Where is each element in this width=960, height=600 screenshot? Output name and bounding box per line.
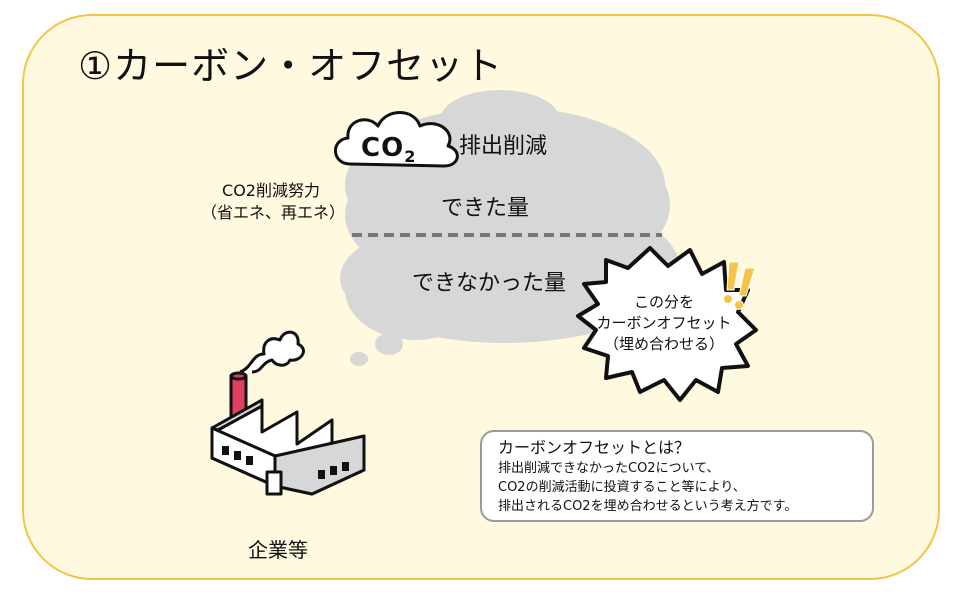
note-line: 排出削減できなかったCO2について、 xyxy=(498,461,720,476)
definition-note-box: カーボンオフセットとは？ 排出削減できなかったCO2について、 CO2の削減活動… xyxy=(480,430,874,522)
effort-line-2: （省エネ、再エネ） xyxy=(201,203,346,222)
company-label: 企業等 xyxy=(248,538,308,562)
reduction-effort-label: CO2削減努力 （省エネ、再エネ） xyxy=(201,180,346,224)
co2-subscript: 2 xyxy=(404,147,417,167)
co2-text: CO xyxy=(361,133,405,163)
achieved-amount-label: できた量 xyxy=(441,196,530,221)
burst-text: この分を カーボンオフセット （埋め合わせる） xyxy=(582,292,746,355)
burst-line-3: （埋め合わせる） xyxy=(603,335,724,353)
co2-cloud-icon xyxy=(334,111,459,168)
exclamation-icon xyxy=(723,261,756,310)
burst-line-2: カーボンオフセット xyxy=(596,314,732,332)
burst-line-1: この分を xyxy=(633,293,694,311)
page-title: ①カーボン・オフセット xyxy=(78,44,504,88)
note-title: カーボンオフセットとは？ xyxy=(498,438,691,457)
smoke-icon xyxy=(239,330,305,374)
cloud-heading: 排出削減 xyxy=(459,134,548,159)
thought-bubble-large xyxy=(375,333,403,355)
co2-icon-label: CO2 xyxy=(361,133,416,166)
note-line: 排出されるCO2を埋め合わせるという考え方です。 xyxy=(498,499,798,514)
speech-burst-icon xyxy=(576,246,758,402)
not-achieved-amount-label: できなかった量 xyxy=(412,271,567,296)
effort-line-1: CO2削減努力 xyxy=(222,181,320,200)
note-line: CO2の削減活動に投資すること等により、 xyxy=(498,480,746,495)
factory-icon xyxy=(210,371,366,496)
thought-bubble-small xyxy=(350,352,368,366)
